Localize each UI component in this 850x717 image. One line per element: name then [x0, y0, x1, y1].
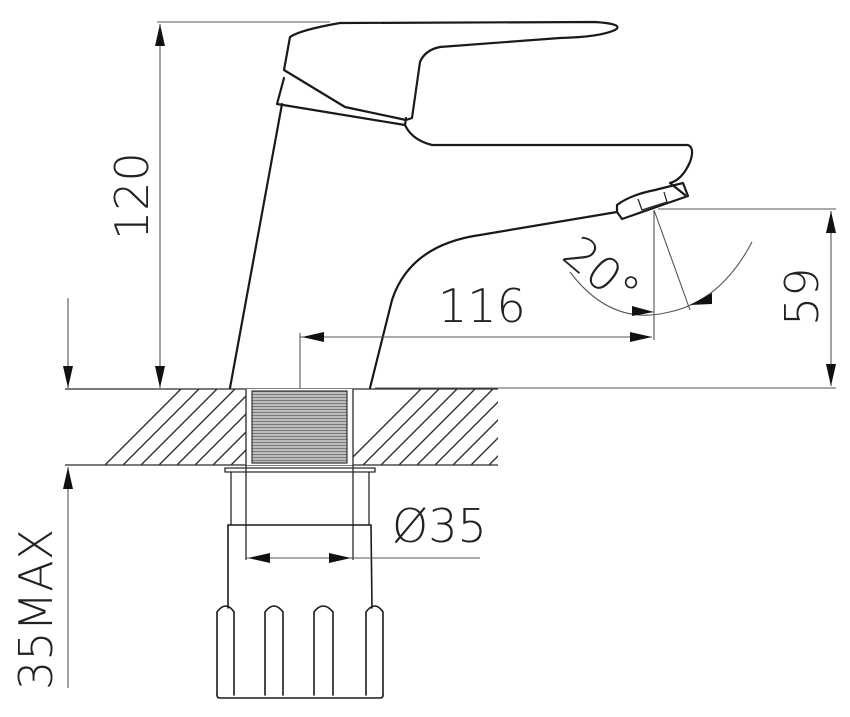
spout-height-label: 59 [775, 267, 829, 326]
diameter-label: Ø35 [392, 499, 487, 553]
nut-fin [313, 605, 334, 696]
handle-collar [275, 76, 408, 127]
arrow-right-icon [632, 306, 654, 316]
arrow-down-icon [155, 366, 165, 388]
angled-reference-line [653, 209, 691, 311]
nut-body [227, 524, 373, 609]
arrow-up-icon [826, 211, 836, 233]
spout-height-dimension: 59 [375, 208, 836, 389]
aerator [615, 181, 690, 221]
threaded-shank [251, 390, 348, 464]
deck-section [65, 388, 498, 466]
spout-underside [368, 210, 619, 390]
reach-label: 116 [438, 279, 526, 333]
arrow-down-icon [826, 364, 836, 386]
arrow-right-icon [329, 553, 351, 563]
body-and-spout [228, 102, 694, 390]
lever-handle [282, 20, 619, 122]
angle-dimension: 20° [553, 209, 753, 340]
nut-fin [264, 605, 284, 696]
reach-dimension: 116 [299, 279, 652, 388]
height-dimension: 120 [105, 21, 330, 388]
nut-fin [365, 605, 384, 696]
diameter-dimension: Ø35 [246, 499, 487, 563]
angle-label: 20° [553, 225, 650, 319]
mounting-nut [216, 465, 384, 699]
aerator-inner [637, 191, 668, 211]
nut-bottom [216, 694, 384, 699]
arrow-right-icon [630, 332, 652, 342]
arrow-up-icon [63, 467, 73, 489]
arrow-down-icon [63, 366, 73, 388]
nut-fin [216, 605, 235, 696]
arrow-left-icon [690, 293, 712, 305]
faucet-body [228, 20, 694, 390]
washer [224, 467, 376, 473]
arrow-left-icon [248, 553, 270, 563]
deck-thickness-label: 35MAX [9, 529, 63, 690]
angle-arc [569, 241, 753, 316]
arrow-left-icon [302, 332, 324, 342]
height-label: 120 [105, 152, 159, 240]
deck-thickness-dimension: 35MAX [9, 298, 73, 690]
arrow-up-icon [155, 24, 165, 46]
